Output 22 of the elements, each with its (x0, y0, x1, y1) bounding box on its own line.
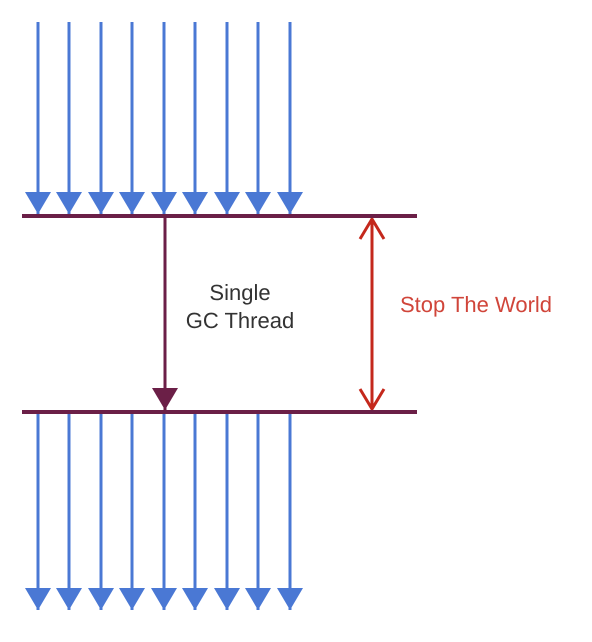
arrow (277, 22, 303, 214)
arrow (277, 414, 303, 610)
arrow (182, 22, 208, 214)
arrow (119, 414, 145, 610)
arrow (151, 414, 177, 610)
horizontal-bar (22, 214, 417, 218)
arrow (119, 22, 145, 214)
arrow (214, 22, 240, 214)
arrow (25, 414, 51, 610)
horizontal-bar (22, 410, 417, 414)
arrow (358, 218, 386, 410)
arrow (56, 22, 82, 214)
arrow (152, 218, 178, 410)
arrow (214, 414, 240, 610)
arrow (56, 414, 82, 610)
arrow (245, 414, 271, 610)
arrow (88, 414, 114, 610)
arrow (245, 22, 271, 214)
arrow (182, 414, 208, 610)
arrow (88, 22, 114, 214)
arrow (151, 22, 177, 214)
arrow (25, 22, 51, 214)
